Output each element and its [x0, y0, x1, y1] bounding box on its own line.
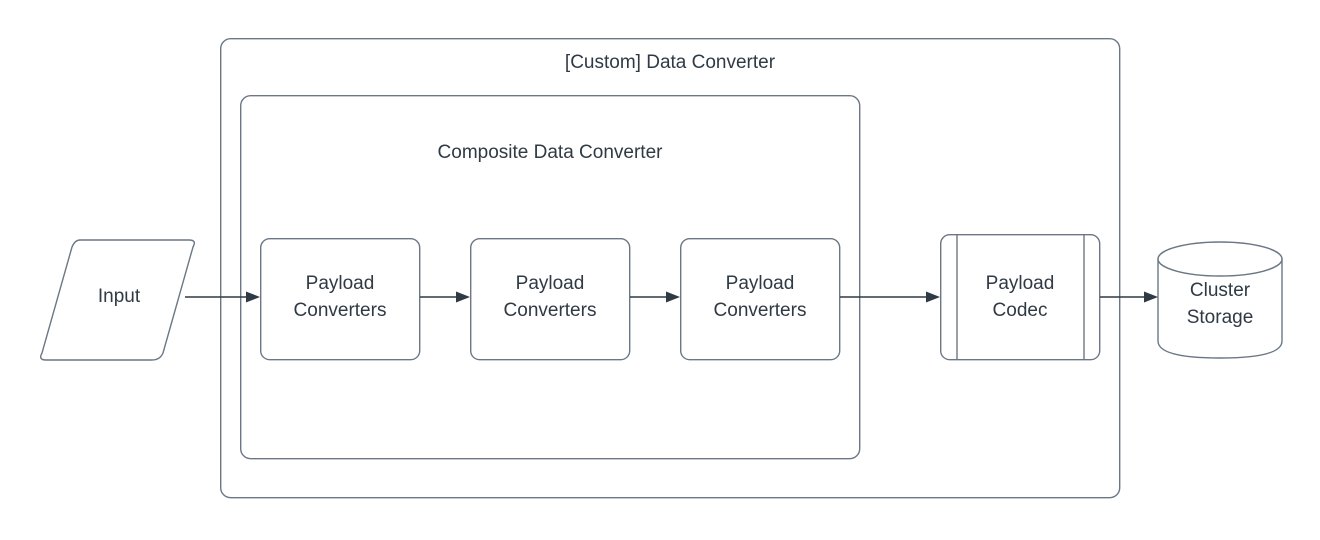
payload-converters-3-label-line2: Converters: [714, 300, 807, 321]
payload-codec-label-line1: Payload: [986, 273, 1055, 294]
connector-payload-codec-to-cluster-storage: [1100, 291, 1158, 303]
cluster-storage-label-line1: Cluster: [1190, 280, 1251, 301]
node-payload-codec[interactable]: Payload Codec: [940, 233, 1101, 361]
node-input[interactable]: Input: [39, 239, 196, 361]
custom-data-converter-label: [Custom] Data Converter: [565, 52, 776, 73]
cluster-storage-top-ellipse: [1157, 241, 1283, 277]
payload-converters-1-label-line1: Payload: [306, 273, 375, 294]
payload-converters-1-label-line2: Converters: [294, 300, 387, 321]
node-cluster-storage[interactable]: Cluster Storage: [1157, 241, 1283, 359]
node-payload-converters-1[interactable]: Payload Converters: [260, 237, 421, 361]
connector-payload-converters-2-to-3: [630, 291, 680, 303]
payload-converters-2-label-line1: Payload: [516, 273, 585, 294]
payload-converters-2-label-line2: Converters: [504, 300, 597, 321]
payload-codec-label-line2: Codec: [993, 300, 1048, 321]
node-payload-converters-3[interactable]: Payload Converters: [680, 237, 841, 361]
cluster-storage-label-line2: Storage: [1187, 307, 1254, 328]
composite-data-converter-label: Composite Data Converter: [438, 142, 664, 163]
input-label: Input: [98, 286, 141, 307]
connector-input-to-payload-converters-1: [185, 291, 260, 303]
connector-payload-converters-1-to-2: [420, 291, 470, 303]
payload-converters-3-label-line1: Payload: [726, 273, 795, 294]
node-payload-converters-2[interactable]: Payload Converters: [470, 237, 631, 361]
connector-payload-converters-3-to-payload-codec: [840, 291, 940, 303]
